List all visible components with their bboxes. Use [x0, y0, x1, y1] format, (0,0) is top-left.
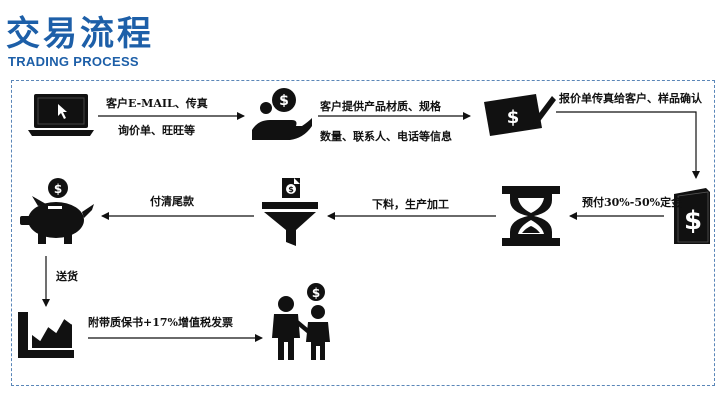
step8-label: 附带质保书+17%增值税发票 [88, 316, 233, 329]
chart-document-icon [18, 312, 74, 358]
money-bag-icon: $ [674, 188, 710, 244]
page-subtitle: TRADING PROCESS [8, 54, 139, 69]
step4-label: 预付30%-50%定金 [582, 196, 683, 209]
step1-label-line2: 询价单、旺旺等 [118, 124, 195, 137]
funnel-icon: $ [262, 178, 318, 246]
step2-label-line1: 客户提供产品材质、规格 [320, 100, 441, 113]
step7-label: 送货 [56, 270, 78, 283]
svg-text:$: $ [684, 206, 702, 236]
step3-label: 报价单传真给客户、样品确认 [559, 92, 702, 105]
step1-label-line1: 客户E-MAIL、传真 [106, 97, 208, 110]
process-frame [11, 80, 715, 386]
svg-text:$: $ [312, 286, 320, 300]
people-deal-icon: $ [272, 283, 330, 360]
piggy-bank-icon: $ [20, 178, 94, 244]
step5-label: 下料，生产加工 [372, 198, 449, 211]
hourglass-icon [502, 186, 560, 246]
step2-label-line2: 数量、联系人、电话等信息 [320, 130, 452, 143]
laptop-icon [28, 94, 94, 136]
svg-text:$: $ [288, 185, 294, 194]
page-title: 交易流程 [6, 14, 154, 54]
arrow-step3-to-step4 [556, 111, 700, 179]
svg-text:$: $ [54, 182, 62, 196]
cheque-pen-icon: $ [484, 94, 556, 136]
svg-text:$: $ [279, 93, 289, 109]
hand-coin-icon: $ [252, 88, 312, 140]
step6-label: 付清尾款 [150, 195, 194, 208]
svg-text:$: $ [507, 107, 520, 128]
